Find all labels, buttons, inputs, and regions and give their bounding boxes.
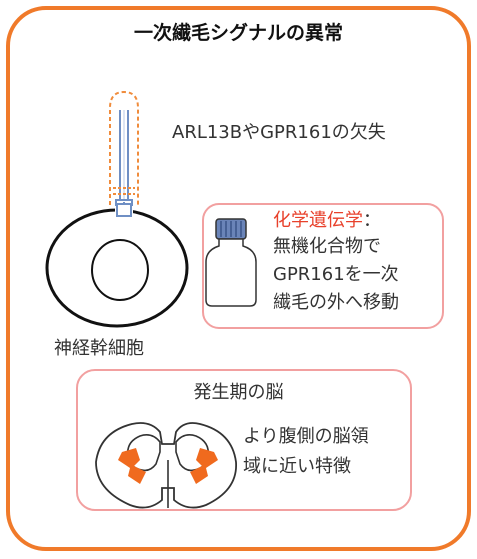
bottle-neck	[205, 238, 257, 307]
brain-description-line-1: より腹側の脳領	[243, 426, 369, 447]
cilium-membrane	[109, 90, 139, 205]
left-ventral-marker	[118, 448, 146, 484]
chemical-bottle	[205, 218, 257, 307]
chemical-genetics-term: 化学遺伝学	[273, 210, 363, 231]
chemical-line-1: 無機化合物で	[273, 236, 381, 257]
cell-label: 神経幹細胞	[54, 338, 144, 359]
chemical-genetics-box	[202, 203, 444, 329]
chemical-line-3: 繊毛の外へ移動	[273, 292, 399, 313]
cell-nucleus	[91, 239, 149, 301]
brain-box-title: 発生期の脳	[193, 382, 284, 403]
figure-title: 一次繊毛シグナルの異常	[133, 22, 343, 44]
embryonic-brain-section	[95, 422, 237, 509]
basal-body-overlay	[116, 203, 132, 217]
chemical-line-2: GPR161を一次	[273, 264, 399, 285]
chemical-genetics-colon: ：	[363, 210, 381, 231]
chemical-genetics-heading: 化学遺伝学：	[273, 208, 381, 234]
brain-description-line-2: 域に近い特徴	[243, 456, 351, 477]
right-ventral-marker	[190, 448, 218, 484]
cilium-condition-label: ARL13BやGPR161の欠失	[172, 122, 386, 143]
